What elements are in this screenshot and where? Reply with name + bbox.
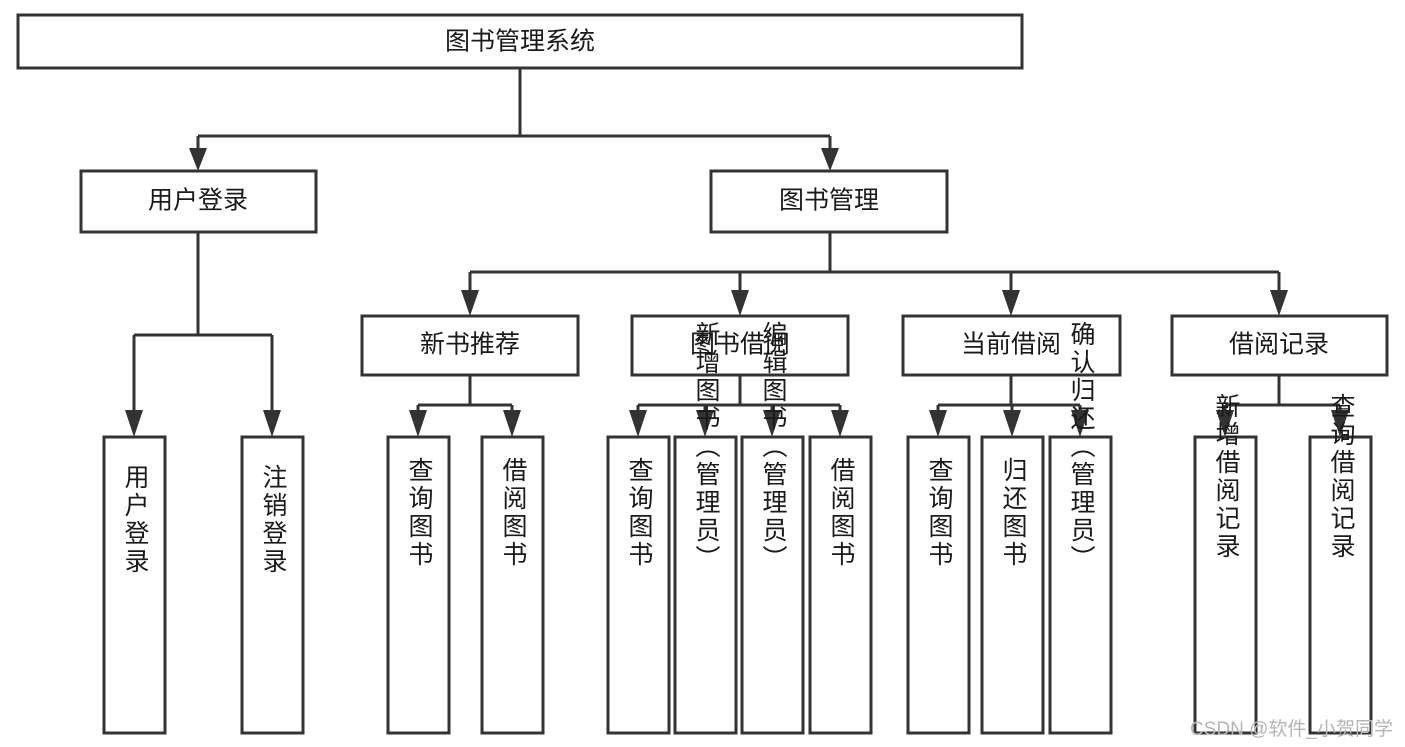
- arrow-head-borrow-record: [1270, 290, 1288, 316]
- arrow-head-leaf-borrow-book: [831, 410, 849, 437]
- node-leaf-borrow-book-recommend[interactable]: 借阅图书: [480, 435, 545, 735]
- node-current-borrow[interactable]: 当前借阅: [901, 314, 1122, 377]
- node-leaf-query-book-current-label: 查询图书: [925, 457, 954, 569]
- node-book-manage[interactable]: 图书管理: [709, 169, 949, 234]
- arrow-head-leaf-return-book: [1003, 410, 1021, 437]
- connector-layer: [125, 68, 1349, 437]
- node-leaf-query-borrow-record-box: [1308, 435, 1373, 735]
- node-book-borrow-label: 图书借阅: [690, 331, 790, 359]
- node-leaf-query-borrow-record[interactable]: 查询借阅记录: [1308, 393, 1373, 735]
- node-book-borrow-box: [630, 314, 850, 377]
- node-leaf-add-borrow-record-label: 新增借阅记录: [1212, 393, 1241, 561]
- node-leaf-user-login-box: [102, 435, 167, 735]
- node-book-manage-label: 图书管理: [779, 187, 879, 215]
- node-leaf-return-book-label: 归还图书: [999, 457, 1028, 569]
- node-new-book-recommend[interactable]: 新书推荐: [360, 314, 580, 377]
- node-leaf-query-book-recommend[interactable]: 查询图书: [386, 435, 451, 735]
- arrow-head-leaf-edit-book-admin: [763, 410, 781, 437]
- node-new-book-recommend-box: [360, 314, 580, 377]
- arrow-head-leaf-query-book-borrow: [629, 410, 647, 437]
- node-leaf-query-borrow-record-label: 查询借阅记录: [1327, 393, 1356, 561]
- node-leaf-logout-login[interactable]: 注销登录: [240, 435, 305, 735]
- node-user-login[interactable]: 用户登录: [79, 169, 318, 234]
- node-leaf-return-book-box: [980, 435, 1045, 735]
- arrow-head-leaf-confirm-return-admin: [1071, 410, 1089, 437]
- arrow-head-current-borrow: [1002, 290, 1020, 316]
- node-leaf-add-book-admin-box: [673, 435, 738, 735]
- node-book-borrow[interactable]: 图书借阅: [630, 314, 850, 377]
- node-leaf-add-borrow-record[interactable]: 新增借阅记录: [1193, 393, 1258, 735]
- arrow-head-leaf-borrow-book-recommend: [503, 410, 521, 437]
- node-leaf-query-book-current[interactable]: 查询图书: [906, 435, 971, 735]
- node-user-login-label: 用户登录: [148, 187, 248, 215]
- node-leaf-query-book-borrow-box: [606, 435, 671, 735]
- node-leaf-query-book-borrow-label: 查询图书: [625, 457, 654, 569]
- node-leaf-query-book-borrow[interactable]: 查询图书: [606, 435, 671, 735]
- node-root-label: 图书管理系统: [445, 28, 595, 56]
- node-root-box: [16, 13, 1024, 70]
- node-leaf-confirm-return-admin-box: [1048, 435, 1113, 735]
- node-leaf-borrow-book-recommend-box: [480, 435, 545, 735]
- arrow-head-leaf-query-book-current: [929, 410, 947, 437]
- node-book-manage-box: [709, 169, 949, 234]
- node-root[interactable]: 图书管理系统: [16, 13, 1024, 70]
- node-leaf-query-book-recommend-box: [386, 435, 451, 735]
- node-leaf-confirm-return-admin-label: 确认归还（管理员）: [1067, 321, 1096, 573]
- node-leaf-borrow-book-label: 借阅图书: [827, 457, 856, 569]
- node-user-login-box: [79, 169, 318, 234]
- node-leaf-logout-login-box: [240, 435, 305, 735]
- node-leaf-add-book-admin[interactable]: 新增图书（管理员）: [673, 321, 738, 735]
- csdn-watermark: CSDN @软件_小贺同学: [1190, 719, 1393, 740]
- node-leaf-edit-book-admin-box: [740, 435, 805, 735]
- node-leaf-confirm-return-admin[interactable]: 确认归还（管理员）: [1048, 321, 1113, 735]
- arrow-head-book-borrow: [731, 290, 749, 316]
- node-leaf-user-login[interactable]: 用户登录: [102, 435, 167, 735]
- arrow-head-leaf-query-borrow-record: [1331, 410, 1349, 437]
- node-leaf-add-book-admin-label: 新增图书（管理员）: [692, 321, 721, 573]
- arrow-head-user-login: [189, 148, 207, 171]
- arrow-head-new-book-recommend: [461, 290, 479, 316]
- node-leaf-query-book-current-box: [906, 435, 971, 735]
- node-leaf-user-login-label: 用户登录: [121, 464, 150, 576]
- node-leaf-borrow-book-box: [808, 435, 873, 735]
- node-new-book-recommend-label: 新书推荐: [420, 331, 520, 359]
- arrow-head-leaf-add-book-admin: [696, 410, 714, 437]
- arrow-head-leaf-logout-login: [263, 410, 281, 437]
- node-leaf-add-borrow-record-box: [1193, 435, 1258, 735]
- node-borrow-record-box: [1170, 314, 1389, 377]
- node-leaf-edit-book-admin[interactable]: 编辑图书（管理员）: [740, 321, 805, 735]
- node-leaf-borrow-book[interactable]: 借阅图书: [808, 435, 873, 735]
- node-leaf-return-book[interactable]: 归还图书: [980, 435, 1045, 735]
- node-leaf-edit-book-admin-label: 编辑图书（管理员）: [759, 321, 788, 573]
- node-borrow-record-label: 借阅记录: [1229, 331, 1329, 359]
- arrow-head-leaf-user-login: [125, 410, 143, 437]
- node-leaf-logout-login-label: 注销登录: [259, 464, 288, 576]
- arrow-head-leaf-add-borrow-record: [1216, 410, 1234, 437]
- node-borrow-record[interactable]: 借阅记录: [1170, 314, 1389, 377]
- node-current-borrow-box: [901, 314, 1122, 377]
- node-current-borrow-label: 当前借阅: [961, 331, 1061, 359]
- arrow-head-book-manage: [821, 148, 839, 171]
- node-leaf-borrow-book-recommend-label: 借阅图书: [499, 457, 528, 569]
- node-leaf-query-book-recommend-label: 查询图书: [405, 457, 434, 569]
- arrow-head-leaf-query-book-recommend: [409, 410, 427, 437]
